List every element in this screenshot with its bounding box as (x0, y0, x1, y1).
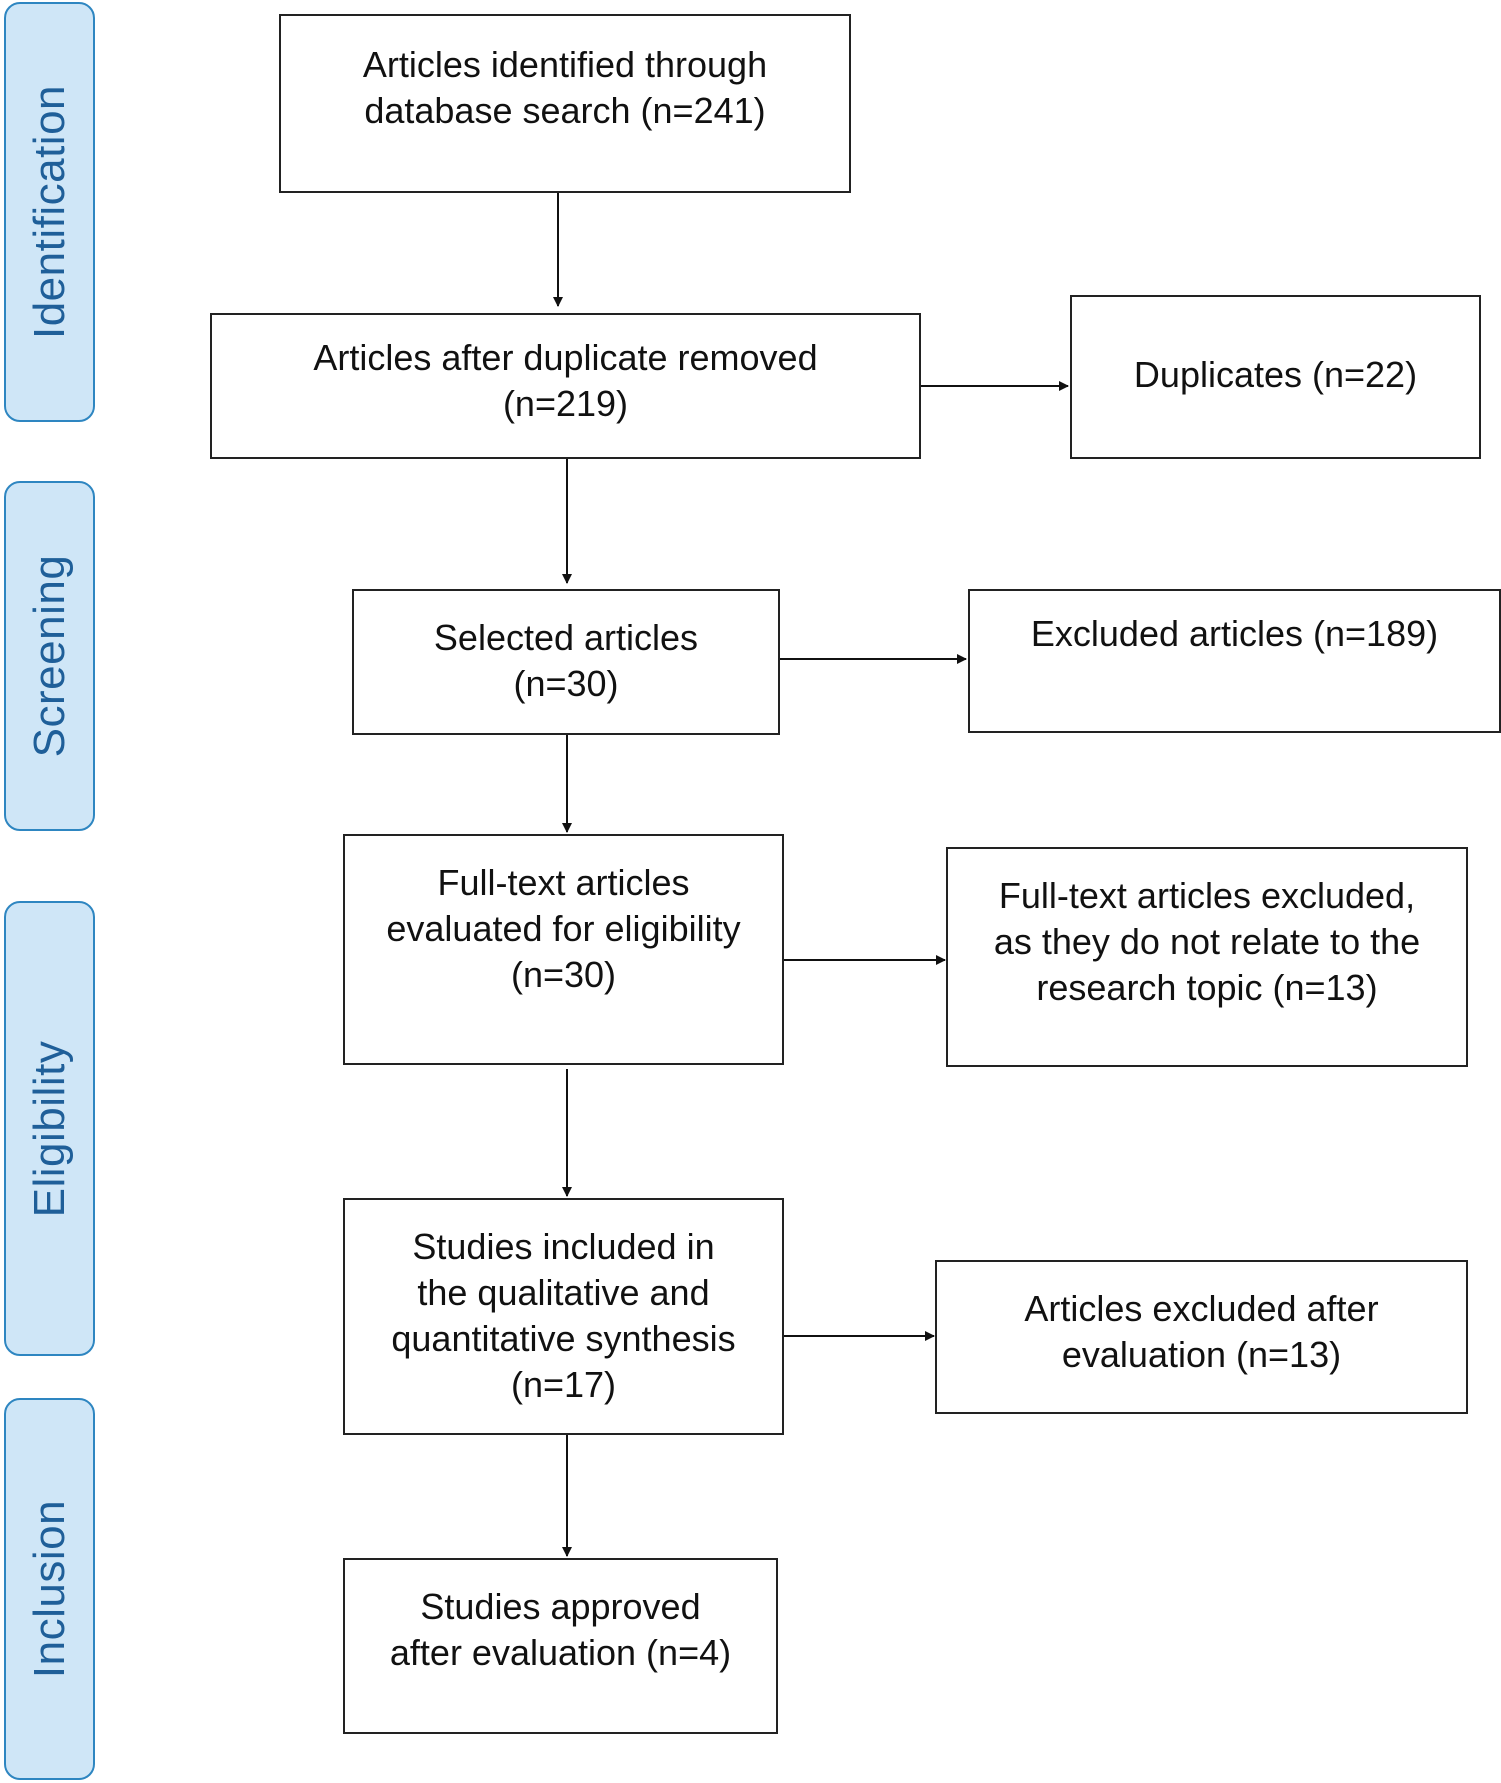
included-text: Studies included in the qualitative and … (391, 1226, 736, 1405)
stage-eligibility: Eligibility (4, 901, 95, 1356)
full-text-text: Full-text articles evaluated for eligibi… (386, 862, 741, 995)
stage-identification: Identification (4, 2, 95, 422)
identified-text: Articles identified through database sea… (362, 44, 768, 131)
after-duplicates-text: Articles after duplicate removed (n=219) (313, 337, 818, 424)
excluded-after-evaluation-box: Articles excluded after evaluation (n=13… (935, 1260, 1468, 1414)
excluded-text: Excluded articles (n=189) (1030, 613, 1439, 654)
after-duplicates-box: Articles after duplicate removed (n=219) (210, 313, 921, 459)
full-text-excluded-text: Full-text articles excluded, as they do … (993, 875, 1421, 1008)
selected-box: Selected articles (n=30) (352, 589, 780, 735)
excluded-after-evaluation-text: Articles excluded after evaluation (n=13… (1024, 1288, 1379, 1375)
included-box: Studies included in the qualitative and … (343, 1198, 784, 1435)
duplicates-text: Duplicates (n=22) (1133, 354, 1418, 395)
approved-box: Studies approved after evaluation (n=4) (343, 1558, 778, 1734)
full-text-box: Full-text articles evaluated for eligibi… (343, 834, 784, 1065)
duplicates-box: Duplicates (n=22) (1070, 295, 1481, 459)
stage-inclusion: Inclusion (4, 1398, 95, 1780)
full-text-excluded-box: Full-text articles excluded, as they do … (946, 847, 1468, 1067)
identified-box: Articles identified through database sea… (279, 14, 851, 193)
selected-text: Selected articles (n=30) (433, 617, 699, 704)
stage-screening: Screening (4, 481, 95, 831)
excluded-box: Excluded articles (n=189) (968, 589, 1501, 733)
approved-text: Studies approved after evaluation (n=4) (389, 1586, 732, 1673)
